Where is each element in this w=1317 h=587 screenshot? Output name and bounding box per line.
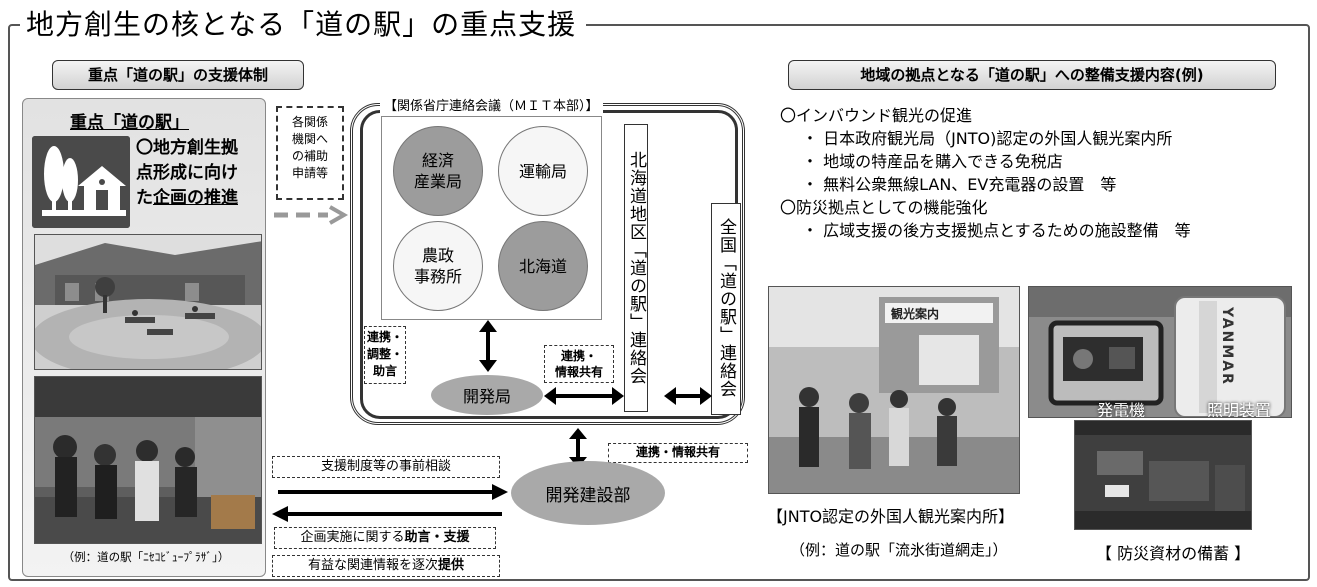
station-plaza-photo [34,234,262,370]
advice-text: 企画実施に関する [300,530,405,545]
lighting-label: 照明装置 [1207,401,1272,418]
description-line: 点形成に向け [136,163,238,183]
featured-station-title: 重点「道の駅」 [70,113,189,133]
description-text: た [136,188,153,208]
list-item: 〇インバウンド観光の促進 [780,106,973,125]
coordination-advice-box: 連携・ 調整・ 助言 [364,326,406,384]
info-share-box: 連携・ 情報共有 [544,345,614,383]
application-text-line: 各関係 [291,115,328,129]
outer-frame [8,24,1310,581]
ministries-bureau-arrow [479,320,497,372]
org-circle-transport: 運輸局 [498,126,588,216]
info-text: 有益な関連情報を逐次 [307,558,438,573]
pre-consultation-box: 支援制度等の事前相談 [272,456,500,478]
council-national-arrow [664,387,712,405]
description-line: た企画の推進 [136,186,262,211]
generator-brand-label: YANMAR [1219,307,1235,386]
org-circle-agriculture: 農政 事務所 [393,221,483,311]
featured-station-description: 〇地方創生拠 点形成に向け た企画の推進 [136,136,262,211]
development-bureau: 開発局 [431,375,543,415]
tourist-info-sign: 観光案内 [891,307,940,321]
jnto-example-caption: （例：道の駅「流氷街道網走」） [790,541,1008,559]
info-share-box-lower: 連携・情報共有 [608,443,748,463]
left-section-header: 重点「道の駅」の支援体制 [52,60,304,90]
right-section-header: 地域の拠点となる「道の駅」への整備支援内容(例) [788,60,1276,90]
description-line: 〇地方創生拠 [136,138,238,158]
advice-support-box: 企画実施に関する助言・支援 [274,527,496,549]
org-circle-economy: 経済 産業局 [393,126,483,216]
disaster-supplies-photo [1074,420,1252,530]
station-photo-caption: （例：道の駅「ﾆｾｺﾋﾞｭｰﾌﾟﾗｻﾞ」） [62,550,230,564]
description-emphasis: 企画の推進 [153,188,238,208]
application-text-line: 機関へ [291,132,328,146]
michi-no-eki-logo-icon [32,136,130,228]
page-title: 地方創生の核となる「道の駅」の重点支援 [20,6,587,44]
info-emphasis: 提供 [438,558,465,573]
list-item: ・ 広域支援の後方支援拠点とするための施設整備 等 [802,221,1191,240]
national-council-label: 全国「道の駅」連絡会 [716,218,736,398]
advice-emphasis: 助言・支援 [404,530,470,545]
council-label: 【関係省庁連絡会議（ＭＩＴ本部）】 [380,95,603,114]
national-station-council: 全国「道の駅」連絡会 [711,203,741,415]
generator-label: 発電機 [1097,401,1146,418]
list-item: ・ 無料公衆無線LAN、EV充電器の設置 等 [802,175,1117,194]
list-item: ・ 日本政府観光局（JNTO)認定の外国人観光案内所 [802,129,1173,148]
development-construction-division: 開発建設部 [511,461,665,525]
station-division-arrows [272,484,508,522]
disaster-supplies-caption: 【 防災資材の備蓄 】 [1096,544,1251,563]
hokkaido-station-council: 北海道地区「道の駅」連絡会 [624,124,648,412]
tourist-info-center-photo: 観光案内 [768,286,1020,494]
station-crowd-photo [34,376,262,544]
org-circle-hokkaido: 北海道 [498,221,588,311]
subsidy-application-box: 各関係 機関へ の補助 申請等 [276,106,344,200]
bureau-council-arrow [544,387,624,405]
info-provision-box: 有益な関連情報を逐次提供 [272,555,500,577]
hokkaido-council-label: 北海道地区「道の駅」連絡会 [626,151,646,385]
list-item: 〇防災拠点としての機能強化 [780,198,988,217]
list-item: ・ 地域の特産品を購入できる免税店 [802,152,1063,171]
application-dashed-arrow [274,205,349,225]
application-text-line: の補助 [291,149,328,163]
generator-lighting-photo: YANMAR 発電機 照明装置 [1028,286,1292,418]
application-text-line: 申請等 [291,166,328,180]
jnto-caption: 【JNTO認定の外国人観光案内所】 [767,507,1015,526]
support-content-list: 〇インバウンド観光の促進 ・ 日本政府観光局（JNTO)認定の外国人観光案内所 … [780,104,1191,242]
